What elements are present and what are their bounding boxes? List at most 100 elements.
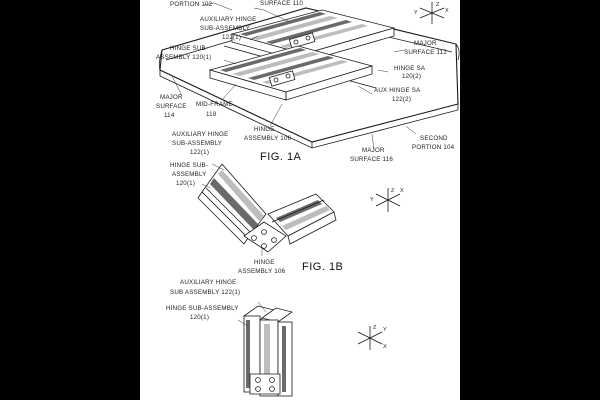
label-1c-hinge-sub-line-2: 120(1) <box>190 314 209 321</box>
label-aux-hinge-line-3: 122(1) <box>222 34 241 41</box>
hinge-block-shade-a <box>220 48 306 72</box>
hinge-pin <box>305 35 311 41</box>
label-major-surface-116-line-1: MAJOR <box>362 147 385 154</box>
label-1b-hinge-sub-line-2: ASSEMBLY <box>172 171 207 178</box>
hinge-block-shade-c <box>266 20 352 44</box>
hinge-block-shade-a <box>240 12 326 36</box>
label-1c-aux-line-2: SUB ASSEMBLY 122(1) <box>170 289 240 296</box>
label-1b-hinge-sub-line-1: HINGE SUB- <box>170 162 208 169</box>
right-arm-front <box>287 211 337 245</box>
block-shade-c <box>282 326 286 392</box>
axis-label-x: X <box>400 188 404 194</box>
leader-surface-112 <box>393 49 405 53</box>
figure-label-1a: FIG. 1A <box>260 151 302 163</box>
hinge-block-shade-b <box>232 52 320 76</box>
hinge-pin <box>255 377 261 383</box>
hinge-pin <box>269 386 275 392</box>
hinge-block-side <box>285 65 373 101</box>
leader-surface-116 <box>371 133 375 151</box>
axis-line-diagonal-2 <box>419 7 445 19</box>
label-first-portion: PORTION 102 <box>170 1 213 8</box>
label-hinge-assembly-line-1: HINGE <box>254 126 275 133</box>
label-aux-hinge-sa-2-line-1: AUX HINGE SA <box>374 87 421 94</box>
hinge-pin <box>261 229 267 235</box>
hinge-pin <box>273 77 279 83</box>
patent-drawing-sheet: PORTION 102 SURFACE 110 AUXILIARY HINGE … <box>140 0 460 400</box>
left-arm-shade-a <box>210 178 258 230</box>
hinge-link-block <box>243 221 287 253</box>
fig-1b-labels: AUXILIARY HINGE SUB-ASSEMBLY 122(1) HING… <box>170 131 343 275</box>
label-1b-hinge-sub-line-3: 120(1) <box>176 180 195 187</box>
label-major-surface-114-line-2: SURFACE <box>156 103 187 110</box>
label-major-surface-114-line-3: 114 <box>164 112 175 119</box>
device-corner-right <box>455 43 460 61</box>
left-arm-front <box>197 191 249 245</box>
hinge-link-block <box>249 373 281 395</box>
hinge-pin <box>285 73 291 79</box>
label-major-surface-110: SURFACE 110 <box>260 0 303 7</box>
label-1b-aux-line-1: AUXILIARY HINGE <box>172 131 228 138</box>
axis-glyph-1a: Z Y X <box>414 2 449 24</box>
axis-label-z: Z <box>391 188 395 194</box>
leader-surface-114 <box>171 75 183 97</box>
hinge-pin <box>293 39 299 45</box>
patent-drawing: PORTION 102 SURFACE 110 AUXILIARY HINGE … <box>156 0 460 397</box>
axis-label-x: X <box>445 8 449 14</box>
leader-hinge-assembly <box>269 103 283 127</box>
hinge-block-shade-b <box>250 16 338 40</box>
label-aux-hinge-line-2: SUB-ASSEMBLY <box>200 25 250 32</box>
axis-glyph-1c: Z Y X <box>357 325 387 350</box>
hinge-pin <box>269 377 275 383</box>
hinge-pin <box>251 235 257 241</box>
axis-line-diagonal-2 <box>375 193 401 207</box>
leader-first-portion <box>203 2 233 11</box>
block-shade-a <box>246 320 250 388</box>
label-hinge-assembly-line-2: ASSEMBLY 106 <box>244 135 292 142</box>
leader-second-portion <box>405 125 417 135</box>
axis-label-y: Y <box>383 327 387 333</box>
fig-1a-device <box>158 7 460 149</box>
axis-line-diagonal-2 <box>357 331 383 345</box>
fig-1c-labels: AUXILIARY HINGE SUB ASSEMBLY 122(1) HING… <box>166 279 240 321</box>
label-second-portion-line-1: SECOND <box>420 135 448 142</box>
label-major-surface-112-line-1: MAJOR <box>414 40 437 47</box>
figure-label-1b: FIG. 1B <box>302 261 343 273</box>
label-1b-hinge-assembly-line-2: ASSEMBLY 106 <box>238 268 286 275</box>
label-aux-hinge-sa-2-line-2: 122(2) <box>392 96 411 103</box>
hinge-pin <box>271 237 277 243</box>
axis-label-z: Z <box>436 2 440 8</box>
axis-label-z: Z <box>373 325 377 331</box>
hinge-pin <box>261 243 267 249</box>
right-arm-groove <box>271 199 325 223</box>
leader-aux-hinge-1 <box>249 35 259 41</box>
fig-1b-leader-lines <box>201 163 263 256</box>
label-aux-hinge-line-1: AUXILIARY HINGE <box>200 16 256 23</box>
axis-label-y: Y <box>414 10 418 16</box>
axis-label-x: X <box>383 344 387 350</box>
leader-aux-hinge-1c <box>257 301 267 313</box>
left-arm-shade-b <box>218 170 264 222</box>
fig-1c-leader-lines <box>237 301 267 327</box>
leader-hinge-sub-1 <box>223 59 237 65</box>
label-1b-hinge-assembly-line-1: HINGE <box>254 259 275 266</box>
leader-hinge-sa-2 <box>377 69 389 73</box>
label-second-portion-line-2: PORTION 104 <box>412 144 455 151</box>
label-major-surface-112-line-2: SURFACE 112 <box>404 49 447 56</box>
fig-1b-hinge <box>197 163 337 253</box>
hinge-pin <box>255 386 261 392</box>
leader-surface-110 <box>253 7 291 23</box>
leader-aux-hinge-1b <box>211 163 225 171</box>
device-corner-left <box>158 49 163 71</box>
label-mid-frame-line-1: MID-FRAME <box>196 101 233 108</box>
right-arm-shade-b <box>282 206 330 230</box>
fig-1c-hinge <box>243 305 293 397</box>
label-hinge-sa-2-line-2: 120(2) <box>402 73 421 80</box>
fig-1a-leader-lines <box>171 2 417 151</box>
leader-mid-frame <box>221 83 237 101</box>
hinge-block-shade-c <box>248 56 334 80</box>
label-hinge-sub-line-2: ASSEMBLY 120(1) <box>156 54 211 61</box>
label-1c-aux-line-1: AUXILIARY HINGE <box>180 279 236 286</box>
label-mid-frame-line-2: 118 <box>206 111 217 118</box>
label-major-surface-114-line-1: MAJOR <box>160 94 183 101</box>
label-hinge-sub-line-1: HINGE SUB- <box>170 45 208 52</box>
